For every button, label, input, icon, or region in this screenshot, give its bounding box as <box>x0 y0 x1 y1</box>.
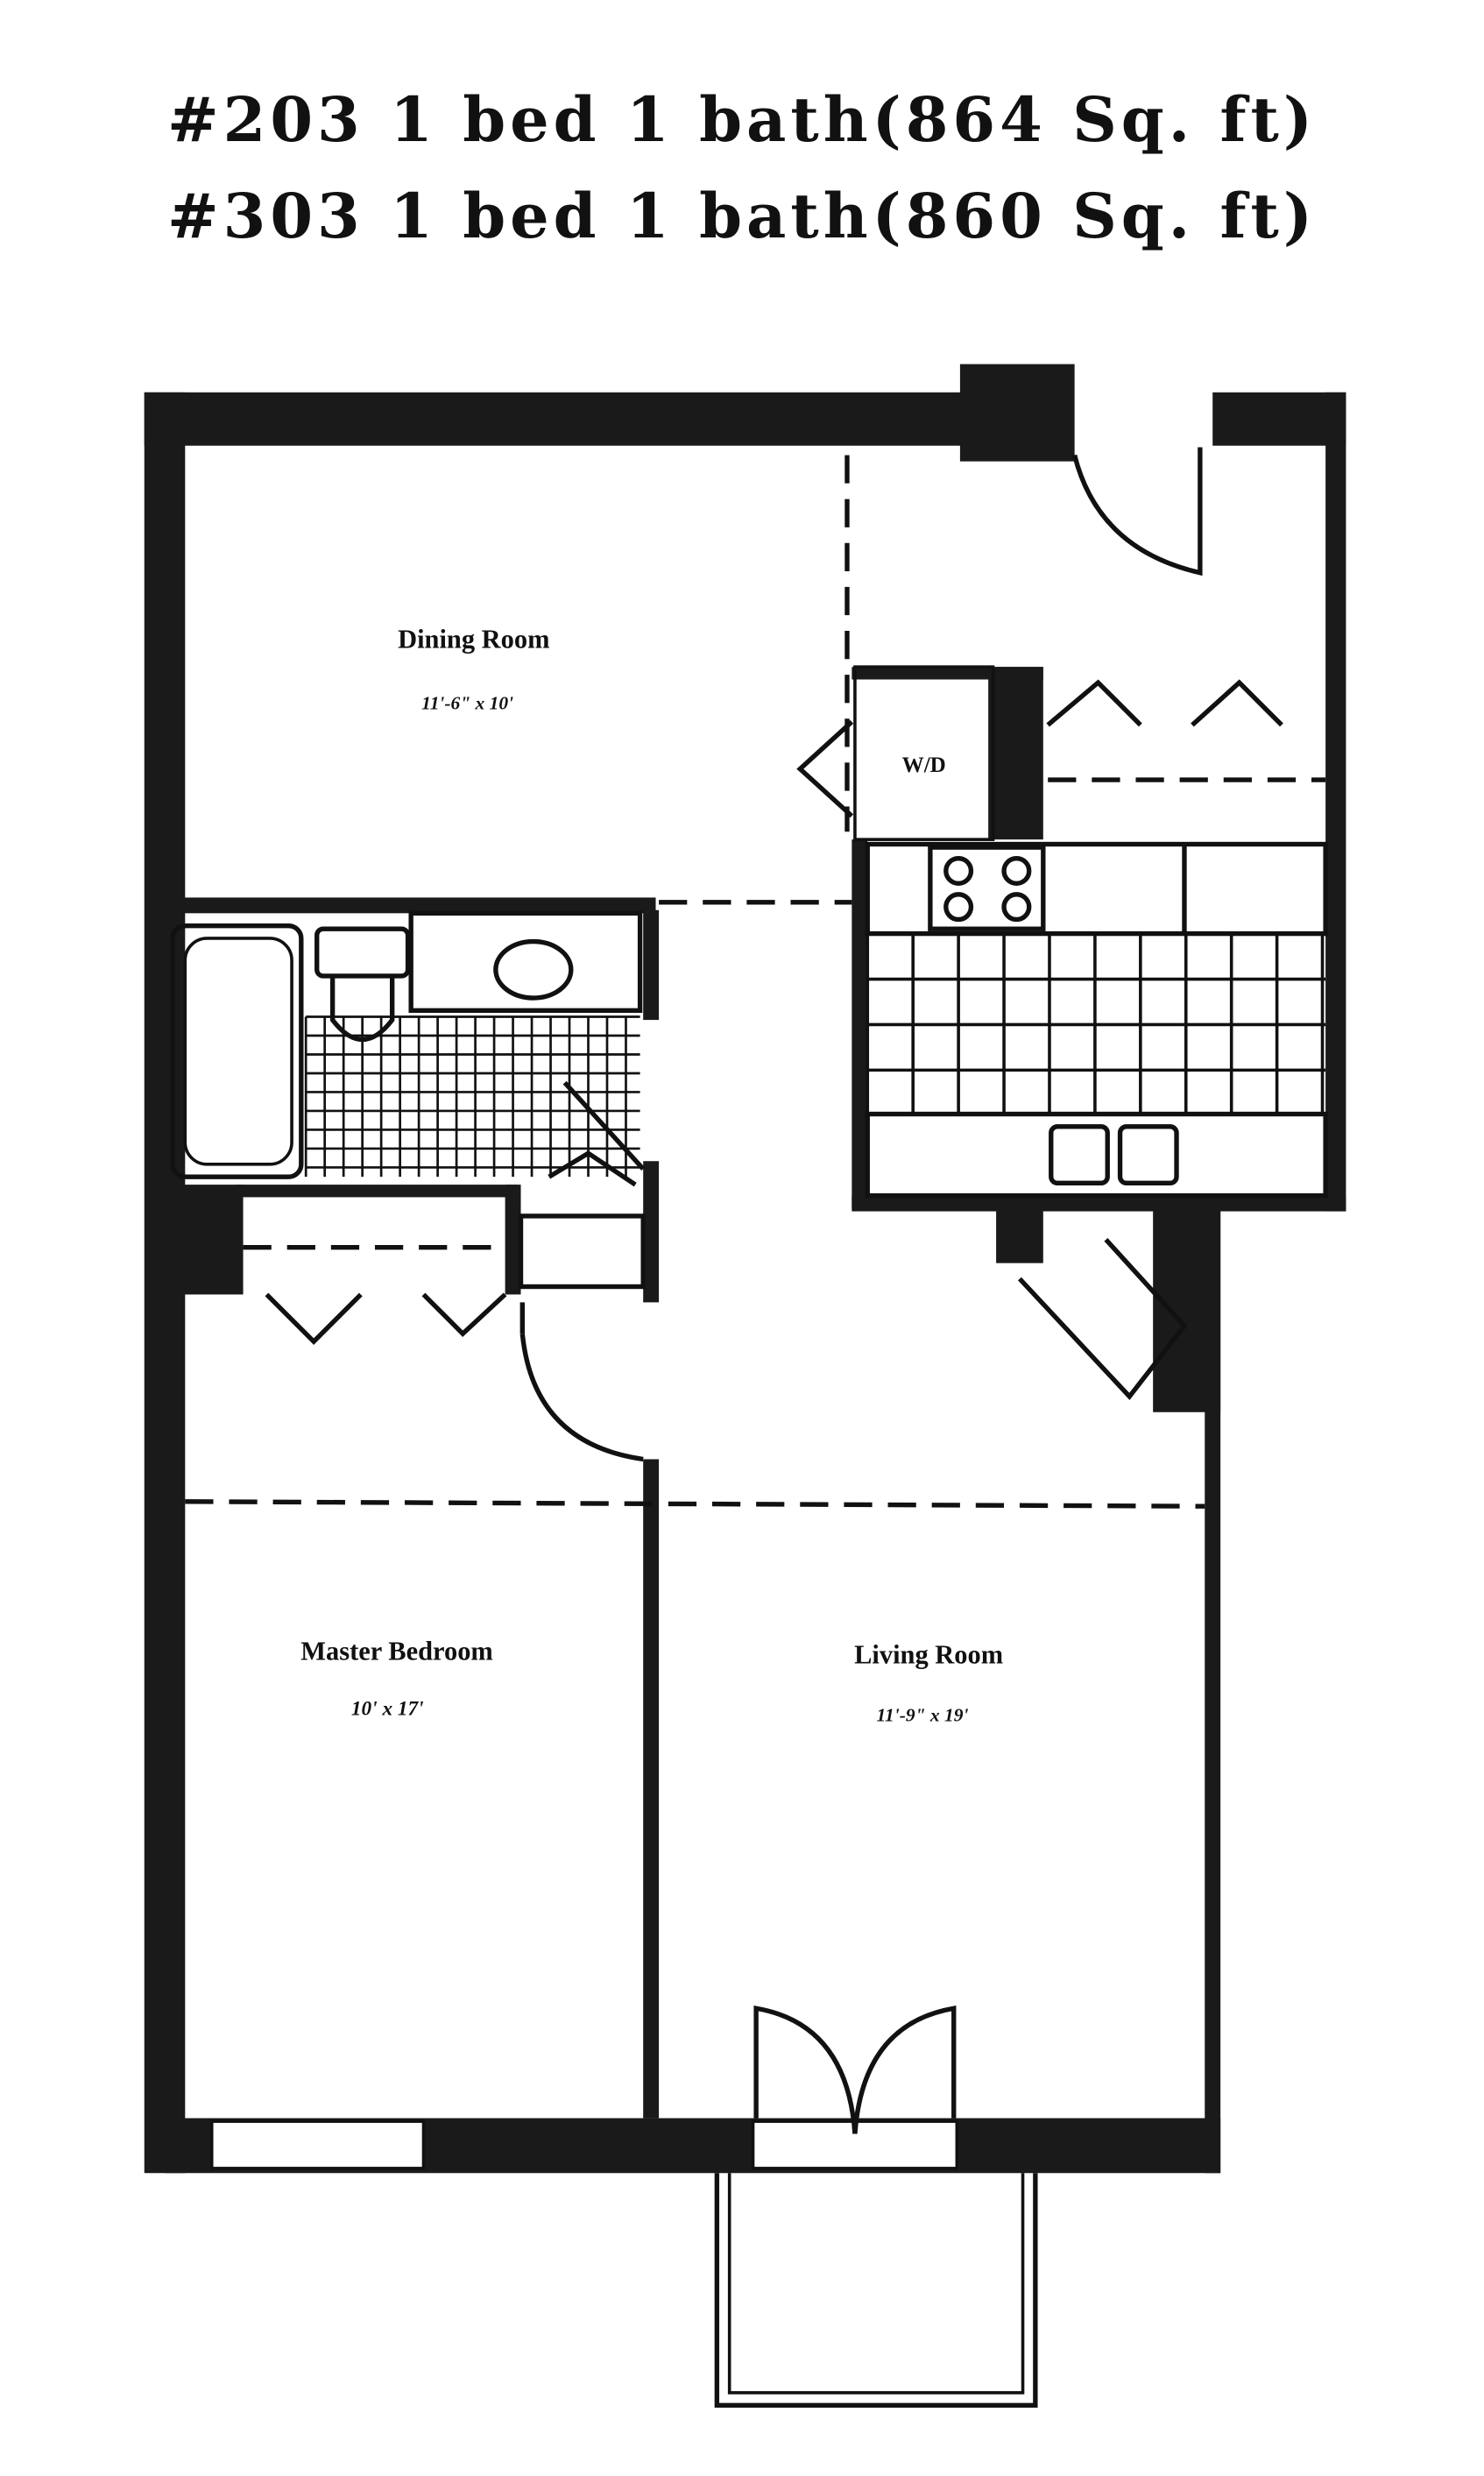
dashed-lines <box>185 455 1326 1509</box>
sink <box>493 938 574 1001</box>
dining-room-dims: 11'-6" x 10' <box>421 693 513 714</box>
toilet-tank <box>314 926 411 979</box>
master-bedroom-label: Master Bedroom <box>300 1637 493 1666</box>
balcony-door-right <box>852 2006 957 2134</box>
kitchen <box>853 665 1328 1199</box>
linen-closet <box>518 1213 646 1290</box>
bedroom-window <box>209 2119 426 2170</box>
sink-basin <box>1117 1124 1179 1186</box>
bathtub <box>170 923 304 1179</box>
dining-room-label: Dining Room <box>398 625 549 654</box>
living-room-label: Living Room <box>854 1639 1003 1669</box>
kitchen-tile-grid <box>866 931 1326 1114</box>
kitchen-corner-door <box>1017 1237 1188 1400</box>
living-room-dims: 11'-9" x 19' <box>876 1705 968 1726</box>
burner <box>943 892 974 923</box>
entry-door <box>1072 447 1203 577</box>
unit-303-title: #303 1 bed 1 bath(860 Sq. ft) <box>166 180 1318 252</box>
bathroom-door <box>562 1080 646 1171</box>
hall-closet-door <box>1191 679 1283 727</box>
vanity <box>408 910 643 1014</box>
wd-door <box>796 719 854 818</box>
burner <box>1001 892 1032 923</box>
stove <box>928 845 1046 931</box>
unit-203-title: #203 1 bed 1 bath(864 Sq. ft) <box>166 83 1318 156</box>
hall-closet-door <box>1046 679 1142 727</box>
bedroom-closet-door <box>265 1292 363 1345</box>
master-bedroom-dims: 10' x 17' <box>351 1697 424 1720</box>
kitchen-counter-top <box>865 841 1328 937</box>
bedroom-closet-door <box>421 1292 507 1337</box>
doors <box>265 447 1283 2134</box>
burner <box>943 855 974 886</box>
wd-label: W/D <box>902 753 946 777</box>
bedroom-door <box>519 1333 644 1462</box>
balcony <box>714 2173 1038 2408</box>
walls <box>144 364 1346 2174</box>
balcony-door-left <box>753 2006 858 2134</box>
bath-tile-grid <box>304 1015 640 1178</box>
wd-closet <box>853 665 995 841</box>
sink-basin <box>1049 1124 1110 1186</box>
burner <box>1001 855 1032 886</box>
